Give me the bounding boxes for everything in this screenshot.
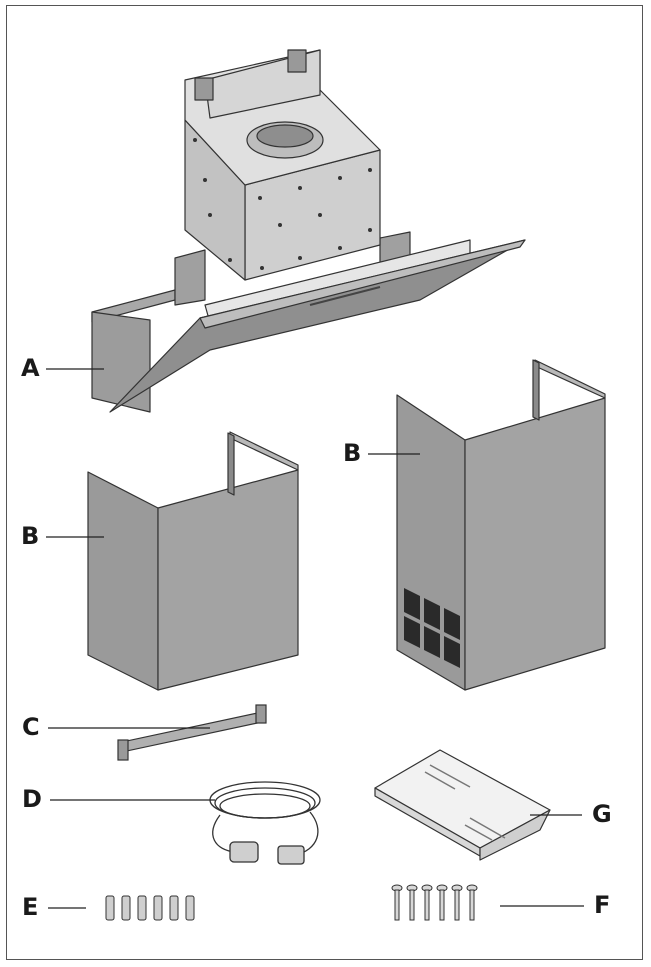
label-G: G (592, 800, 612, 828)
screws (391, 884, 478, 921)
hood-left-box (91, 311, 151, 413)
chimney-large-back-flange (534, 359, 606, 399)
chimney-large-front-face (464, 397, 606, 691)
label-F: F (594, 891, 611, 919)
instruction-manual (374, 749, 551, 861)
label-B-left: B (21, 522, 40, 550)
hood-side-fin-left (174, 249, 206, 306)
chimney-large-back-edge (532, 359, 540, 421)
hood-glass-edge (199, 239, 526, 329)
chimney-small-front-face (157, 469, 299, 691)
label-D: D (22, 785, 42, 813)
label-B-right: B (343, 439, 362, 467)
housing-screws (193, 138, 372, 270)
hood-body (91, 49, 526, 413)
label-E: E (22, 893, 39, 921)
hook-right (287, 49, 307, 73)
chimney-small-back-flange (229, 431, 299, 471)
vent-grid (404, 588, 460, 668)
label-C: C (22, 713, 40, 741)
duct-opening (256, 124, 314, 148)
wall-plugs (105, 895, 195, 921)
chimney-small-left-face (87, 471, 159, 691)
label-A: A (21, 354, 40, 382)
hood-glass-panel (109, 239, 526, 413)
wall-bracket (117, 704, 267, 761)
diagram-frame (6, 5, 643, 960)
chimney-cover-small (87, 431, 299, 691)
chimney-cover-large (396, 359, 606, 691)
hook-left (194, 77, 214, 101)
chimney-small-back-edge (227, 432, 235, 496)
power-cable (209, 781, 321, 865)
leader-lines (46, 368, 584, 909)
